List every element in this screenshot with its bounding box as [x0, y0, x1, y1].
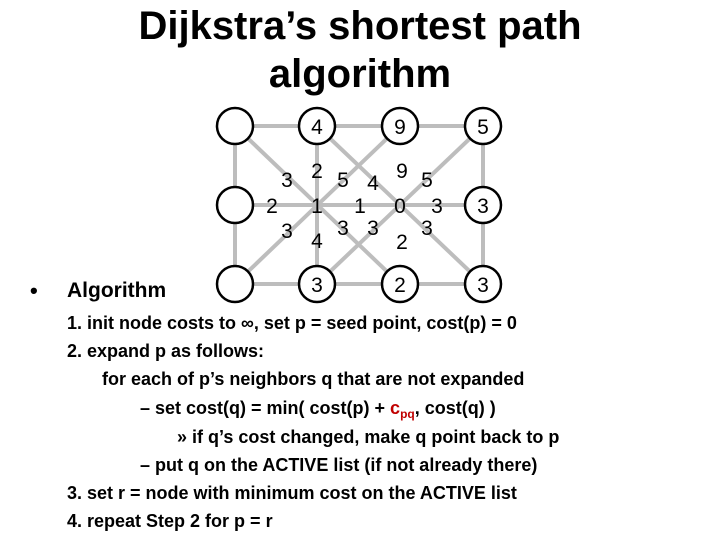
edge-weight: 1 [354, 195, 366, 218]
step-3: 3. set r = node with minimum cost on the… [67, 483, 517, 503]
step-4: 4. repeat Step 2 for p = r [67, 511, 273, 531]
step-1: 1. init node costs to ∞, set p = seed po… [67, 313, 517, 333]
edge-weight: 1 [311, 195, 323, 218]
node-costs: 4 9 5 3 3 2 3 [311, 116, 489, 297]
edge-weights: 3 2 5 4 9 5 2 1 1 0 3 3 4 3 3 2 3 [266, 160, 443, 254]
edge-weight: 2 [266, 195, 278, 218]
step-2: 2. expand p as follows: [67, 341, 265, 361]
node-cost: 4 [311, 116, 323, 139]
edge [315, 124, 485, 286]
edge-cost-symbol: cpq [390, 398, 415, 421]
node-cost: 2 [394, 274, 406, 297]
node-cost: 3 [311, 274, 323, 297]
edge-cost-subscript: pq [400, 407, 415, 421]
node [463, 106, 503, 146]
edge-weight: 3 [281, 220, 293, 243]
title-line-1: Dijkstra’s shortest path [138, 4, 582, 48]
edge-weight: 3 [421, 217, 433, 240]
node [215, 185, 255, 225]
node [463, 185, 503, 225]
edge-weight: 3 [431, 195, 443, 218]
step-2-update-pre: – set cost(q) = min( cost(p) + [140, 398, 391, 418]
title-line-2: algorithm [268, 52, 452, 96]
edge-weight: 4 [367, 172, 379, 195]
edge-weight: 4 [311, 230, 323, 253]
node-cost: 5 [477, 116, 489, 139]
graph-nodes [215, 106, 503, 304]
node [215, 106, 255, 146]
edge-weight: 3 [367, 217, 379, 240]
node [215, 264, 255, 304]
node [297, 106, 337, 146]
bullet: • [30, 278, 38, 303]
edge-weight: 2 [311, 160, 323, 183]
node [380, 106, 420, 146]
edge-weight: 3 [337, 217, 349, 240]
step-2-loop: for each of p’s neighbors q that are not… [102, 369, 525, 389]
step-2-pointer: » if q’s cost changed, make q point back… [177, 427, 560, 447]
edge-cost-c: c [390, 398, 401, 418]
node-cost: 9 [394, 116, 406, 139]
edge-weight: 2 [396, 231, 408, 254]
node-cost: 3 [477, 195, 489, 218]
edge [233, 124, 402, 286]
node [297, 264, 337, 304]
step-2-update: – set cost(q) = min( cost(p) + cpq, cost… [140, 397, 496, 421]
step-2-update-post: , cost(q) ) [414, 398, 496, 418]
node [463, 264, 503, 304]
edge-weight: 3 [281, 169, 293, 192]
node-cost: 3 [477, 274, 489, 297]
step-2-active: – put q on the ACTIVE list (if not alrea… [140, 455, 538, 475]
node [380, 264, 420, 304]
edge-weight: 0 [394, 195, 406, 218]
edge-weight: 9 [396, 160, 408, 183]
edge-weight: 5 [337, 169, 349, 192]
algorithm-heading: Algorithm [67, 279, 167, 302]
edge-weight: 5 [421, 169, 433, 192]
